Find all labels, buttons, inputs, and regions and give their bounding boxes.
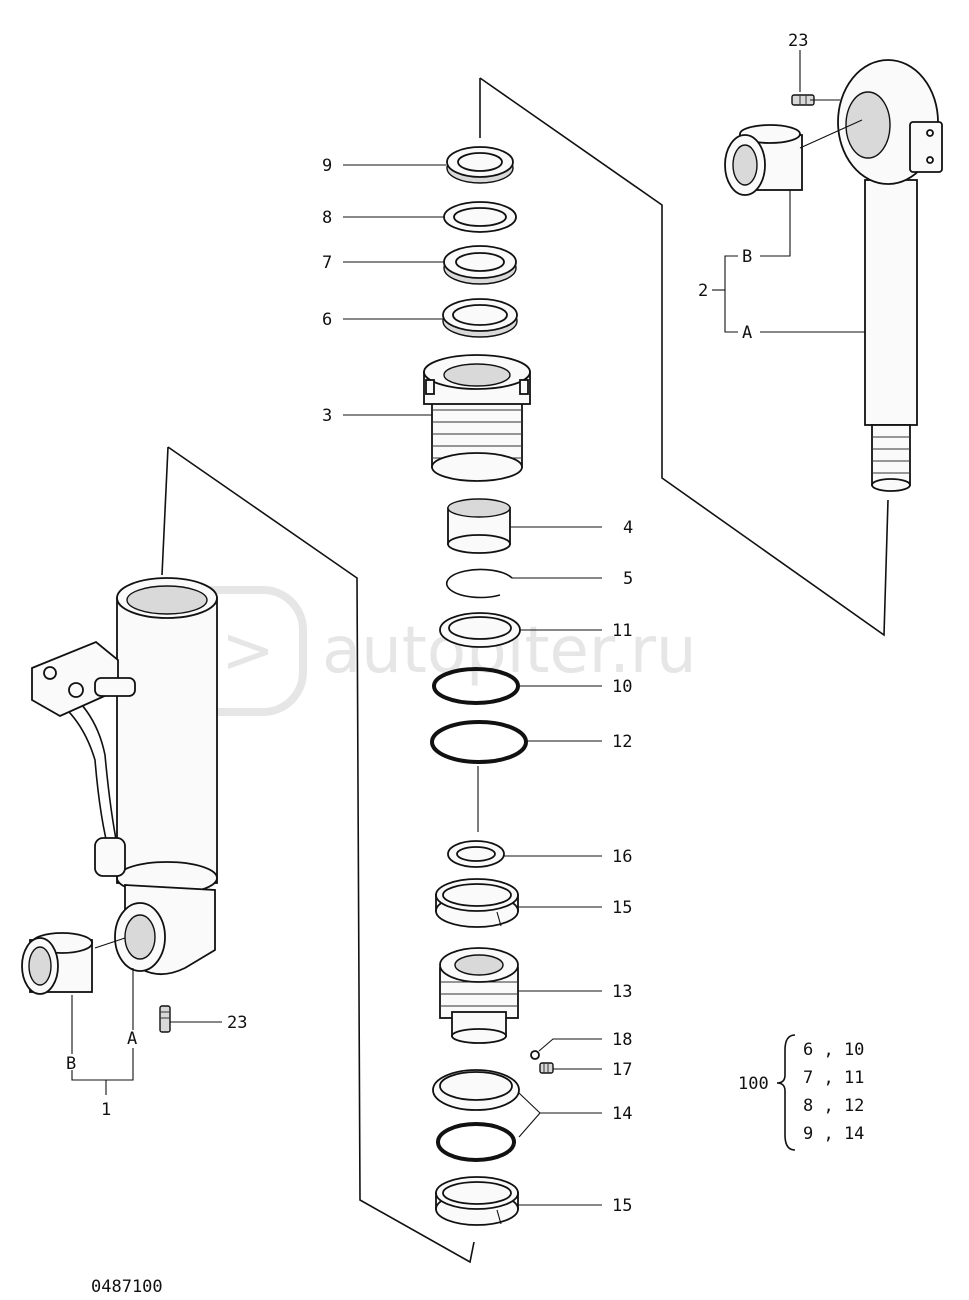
part-13-piston — [439, 947, 519, 1044]
callout-11: 11 — [612, 621, 632, 641]
part-1B-bushing — [21, 932, 93, 995]
leader-lines — [71, 50, 865, 1206]
part-18-ball — [530, 1050, 540, 1060]
part-4-bushing — [447, 498, 511, 554]
part-1-cylinder-tube — [31, 577, 218, 976]
callout-6: 6 — [322, 310, 332, 330]
callout-23-top: 23 — [788, 31, 808, 51]
assembly-outline-right — [479, 77, 889, 637]
callout-15-lower: 15 — [612, 1196, 632, 1216]
part-6-seal — [442, 298, 518, 338]
callout-1-A: A — [127, 1029, 137, 1049]
callout-16: 16 — [612, 847, 632, 867]
callout-1-B: B — [66, 1054, 76, 1074]
callout-2: 2 — [698, 281, 708, 301]
callout-4: 4 — [623, 518, 633, 538]
callout-15-upper: 15 — [612, 898, 632, 918]
callout-13: 13 — [612, 982, 632, 1002]
part-9-dust-seal — [446, 146, 514, 184]
callout-12: 12 — [612, 732, 632, 752]
part-23-grease-fitting-bottom — [159, 1005, 171, 1033]
callout-23-bottom: 23 — [227, 1013, 247, 1033]
callout-1: 1 — [101, 1100, 111, 1120]
callout-7: 7 — [322, 253, 332, 273]
callout-5: 5 — [623, 569, 633, 589]
callout-2-B: B — [742, 247, 752, 267]
part-17-set-screw — [539, 1062, 554, 1074]
kit-row-2: 7 , 11 — [803, 1068, 864, 1088]
part-7-seal — [443, 245, 517, 285]
drawing-code: 0487100 — [91, 1277, 163, 1297]
part-3-rod-cover — [423, 354, 531, 482]
callout-18: 18 — [612, 1030, 632, 1050]
callout-2-A: A — [742, 323, 752, 343]
callout-10: 10 — [612, 677, 632, 697]
part-2B-bushing — [724, 124, 803, 196]
part-5-snap-ring — [445, 568, 513, 599]
callout-14: 14 — [612, 1104, 632, 1124]
part-15-wear-ring-lower — [435, 1176, 519, 1226]
part-8-ring — [443, 201, 517, 233]
part-11-backup-ring — [439, 612, 521, 648]
callout-9: 9 — [322, 156, 332, 176]
kit-number: 100 — [738, 1074, 769, 1094]
kit-row-4: 9 , 14 — [803, 1124, 864, 1144]
part-12-o-ring — [430, 720, 528, 764]
kit-row-1: 6 , 10 — [803, 1040, 864, 1060]
callout-17: 17 — [612, 1060, 632, 1080]
part-15-wear-ring-upper — [435, 878, 519, 928]
callout-3: 3 — [322, 406, 332, 426]
kit-row-3: 8 , 12 — [803, 1096, 864, 1116]
callout-8: 8 — [322, 208, 332, 228]
part-2-piston-rod — [837, 59, 943, 492]
part-16-ring — [447, 840, 505, 868]
part-14-ring-set — [432, 1069, 520, 1162]
assembly-outline-left — [161, 446, 475, 1264]
